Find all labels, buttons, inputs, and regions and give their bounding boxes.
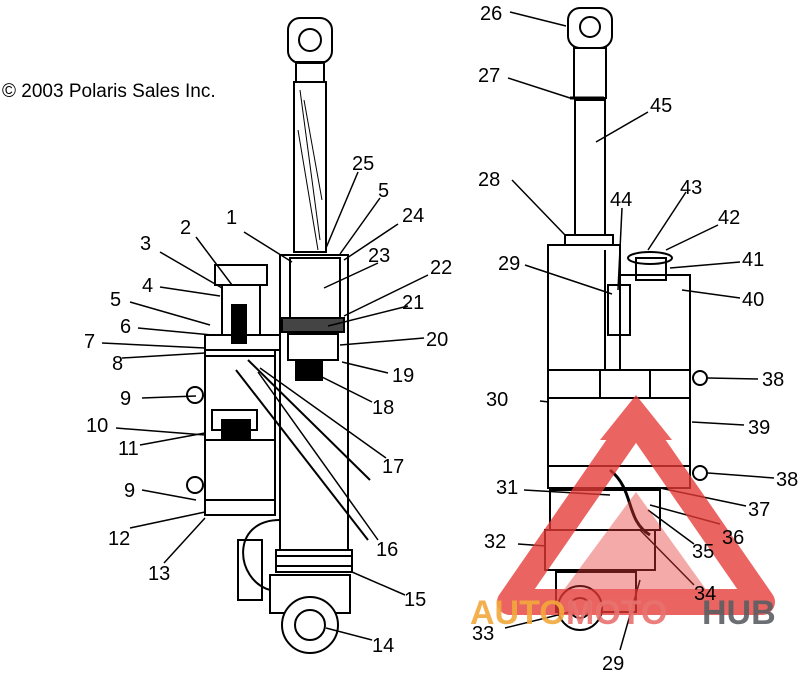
watermark-auto: AUTO	[470, 594, 566, 632]
callout-5a: 5	[110, 289, 121, 311]
callout-9a: 9	[120, 388, 131, 410]
callout-15: 15	[404, 589, 426, 611]
watermark-text: AUTO MOTO HUB	[470, 594, 776, 632]
callout-16: 16	[376, 539, 398, 561]
callout-37: 37	[748, 499, 770, 521]
callout-35: 35	[692, 541, 714, 563]
callout-27: 27	[478, 65, 500, 87]
callout-42: 42	[718, 207, 740, 229]
watermark-hub: HUB	[702, 594, 776, 632]
callout-2: 2	[180, 217, 191, 239]
callout-32: 32	[484, 531, 506, 553]
callout-9b: 9	[124, 480, 135, 502]
callout-33: 33	[472, 623, 494, 645]
left-leader-lines	[101, 171, 429, 641]
callout-43: 43	[680, 177, 702, 199]
callout-23: 23	[368, 245, 390, 267]
callout-6: 6	[120, 316, 131, 338]
callout-20: 20	[426, 329, 448, 351]
watermark-logo	[497, 395, 775, 615]
callout-14: 14	[372, 635, 394, 657]
callout-28: 28	[478, 169, 500, 191]
right-callouts: 26 27 28 29 29 30 31 32 33 34 35 36 37 3…	[472, 3, 798, 675]
callout-18: 18	[372, 397, 394, 419]
callout-26: 26	[480, 3, 502, 25]
callout-22: 22	[430, 257, 452, 279]
callout-38b: 38	[776, 469, 798, 491]
callout-29b: 29	[602, 653, 624, 675]
callout-24: 24	[402, 205, 424, 227]
callout-3: 3	[140, 233, 151, 255]
callout-44: 44	[610, 189, 632, 211]
callout-7: 7	[84, 331, 95, 353]
callout-29a: 29	[498, 253, 520, 275]
callout-11: 11	[118, 438, 139, 460]
left-shock-drawing	[186, 17, 371, 654]
callout-36: 36	[722, 527, 744, 549]
callout-1: 1	[226, 207, 237, 229]
callout-19: 19	[392, 365, 414, 387]
left-callouts: 1 2 3 4 5 5 6 7 8 9 9 10 11 12 13 14 15 …	[84, 153, 452, 657]
callout-25: 25	[352, 153, 374, 175]
callout-13: 13	[148, 563, 170, 585]
callout-30: 30	[486, 389, 508, 411]
callout-10: 10	[86, 415, 108, 437]
callout-40: 40	[742, 289, 764, 311]
callout-21: 21	[402, 292, 424, 314]
callout-45: 45	[650, 95, 672, 117]
watermark-moto: MOTO	[566, 594, 667, 632]
callout-39: 39	[748, 417, 770, 439]
callout-12: 12	[108, 528, 130, 550]
callout-8: 8	[112, 353, 123, 375]
callout-5b: 5	[378, 180, 389, 202]
callout-34: 34	[694, 583, 716, 605]
callout-4: 4	[142, 275, 153, 297]
callout-17: 17	[382, 456, 404, 478]
copyright-text: © 2003 Polaris Sales Inc.	[2, 81, 216, 102]
callout-38a: 38	[762, 369, 784, 391]
callout-41: 41	[742, 249, 764, 271]
callout-31: 31	[496, 477, 518, 499]
